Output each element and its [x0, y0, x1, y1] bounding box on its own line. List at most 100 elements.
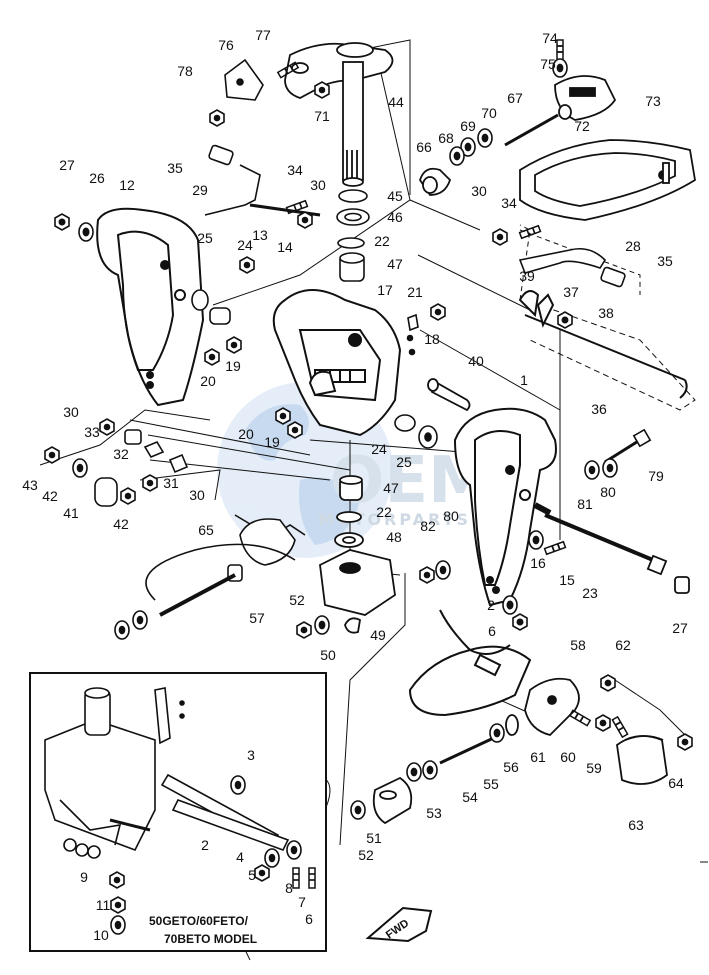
- part-callout-2: 2: [487, 597, 495, 613]
- part-callout-24: 24: [371, 441, 387, 457]
- part-callout-30: 30: [471, 183, 487, 199]
- part-callout-5: 5: [248, 867, 256, 883]
- part-callout-10: 10: [93, 927, 109, 943]
- part-callout-80: 80: [600, 484, 616, 500]
- part-callout-26: 26: [89, 170, 105, 186]
- part-callout-48: 48: [386, 529, 402, 545]
- part-callout-77: 77: [255, 27, 271, 43]
- part-callout-21: 21: [407, 284, 423, 300]
- part-callout-20: 20: [200, 373, 216, 389]
- part-callout-24: 24: [237, 237, 253, 253]
- inset-caption: 50GETO/60FETO/ 70BETO MODEL: [149, 914, 257, 946]
- part-callout-25: 25: [396, 454, 412, 470]
- part-callout-17: 17: [377, 282, 393, 298]
- part-callout-79: 79: [648, 468, 664, 484]
- tilt-lock-lever: [204, 144, 626, 288]
- part-callout-71: 71: [314, 108, 330, 124]
- part-callout-11: 11: [96, 897, 111, 913]
- part-callout-55: 55: [483, 776, 499, 792]
- swivel-bushings: [191, 256, 446, 449]
- part-callout-30: 30: [189, 487, 205, 503]
- part-callout-44: 44: [388, 94, 404, 110]
- part-callout-49: 49: [370, 627, 386, 643]
- part-callout-16: 16: [530, 555, 546, 571]
- part-callout-67: 67: [507, 90, 523, 106]
- part-callout-75: 75: [540, 56, 556, 72]
- part-callout-36: 36: [591, 401, 607, 417]
- part-callout-19: 19: [225, 358, 241, 374]
- part-callout-63: 63: [628, 817, 644, 833]
- part-callout-2: 2: [201, 837, 209, 853]
- part-callout-52: 52: [358, 847, 374, 863]
- friction-plate: [209, 58, 330, 127]
- part-callout-47: 47: [383, 480, 399, 496]
- part-callout-76: 76: [218, 37, 234, 53]
- part-callout-64: 64: [668, 775, 684, 791]
- part-callout-69: 69: [460, 118, 476, 134]
- part-callout-54: 54: [462, 789, 478, 805]
- part-callout-22: 22: [376, 504, 392, 520]
- part-callout-51: 51: [366, 830, 382, 846]
- part-callout-46: 46: [387, 209, 403, 225]
- part-callout-58: 58: [570, 637, 586, 653]
- part-callout-27: 27: [672, 620, 688, 636]
- part-callout-53: 53: [426, 805, 442, 821]
- part-callout-37: 37: [563, 284, 579, 300]
- ground-strap: [114, 514, 306, 640]
- part-callout-42: 42: [42, 488, 58, 504]
- callout-layer: 1261213141516171819192020212222232424252…: [22, 27, 688, 943]
- part-callout-62: 62: [615, 637, 631, 653]
- part-callout-39: 39: [519, 268, 535, 284]
- part-callout-23: 23: [582, 585, 598, 601]
- part-callout-8: 8: [285, 880, 293, 896]
- part-callout-4: 4: [236, 849, 244, 865]
- part-callout-28: 28: [625, 238, 641, 254]
- inset-bracket-plates: [154, 687, 316, 889]
- upper-mount-housing: [296, 475, 396, 639]
- part-callout-47: 47: [387, 256, 403, 272]
- part-callout-45: 45: [387, 188, 403, 204]
- left-bushing-group: [44, 418, 189, 507]
- part-callout-66: 66: [416, 139, 432, 155]
- part-callout-74: 74: [542, 30, 558, 46]
- part-callout-78: 78: [177, 63, 193, 79]
- part-callout-29: 29: [192, 182, 208, 198]
- part-callout-12: 12: [119, 177, 135, 193]
- part-callout-1: 1: [520, 372, 528, 388]
- part-callout-6: 6: [488, 623, 496, 639]
- part-callout-25: 25: [197, 230, 213, 246]
- part-callout-31: 31: [163, 475, 179, 491]
- part-callout-50: 50: [320, 647, 336, 663]
- part-callout-9: 9: [80, 869, 88, 885]
- tilt-pin: [427, 378, 471, 412]
- part-callout-61: 61: [530, 749, 546, 765]
- part-callout-34: 34: [501, 195, 517, 211]
- steering-shaft: [342, 61, 364, 187]
- part-callout-15: 15: [559, 572, 575, 588]
- part-callout-70: 70: [481, 105, 497, 121]
- part-callout-42: 42: [113, 516, 129, 532]
- part-callout-65: 65: [198, 522, 214, 538]
- part-callout-33: 33: [84, 424, 100, 440]
- part-callout-40: 40: [468, 353, 484, 369]
- part-callout-22: 22: [374, 233, 390, 249]
- part-callout-60: 60: [560, 749, 576, 765]
- inset-caption-line-1: 50GETO/60FETO/: [149, 914, 249, 928]
- bolt-79-assembly: [419, 428, 652, 584]
- part-callout-35: 35: [167, 160, 183, 176]
- part-callout-72: 72: [574, 118, 590, 134]
- part-callout-52: 52: [289, 592, 305, 608]
- tilt-lock-rod: [518, 290, 688, 399]
- part-callout-32: 32: [113, 446, 129, 462]
- part-callout-30: 30: [63, 404, 79, 420]
- part-callout-68: 68: [438, 130, 454, 146]
- part-callout-27: 27: [59, 157, 75, 173]
- part-callout-56: 56: [503, 759, 519, 775]
- inset-caption-line-2: 70BETO MODEL: [164, 932, 257, 946]
- fwd-badge: FWD: [365, 906, 433, 943]
- part-callout-20: 20: [238, 426, 254, 442]
- swivel-bracket: [272, 289, 402, 437]
- part-callout-81: 81: [577, 496, 593, 512]
- inset-cylinder-assembly: [44, 687, 156, 935]
- steering-bracket: [284, 42, 394, 99]
